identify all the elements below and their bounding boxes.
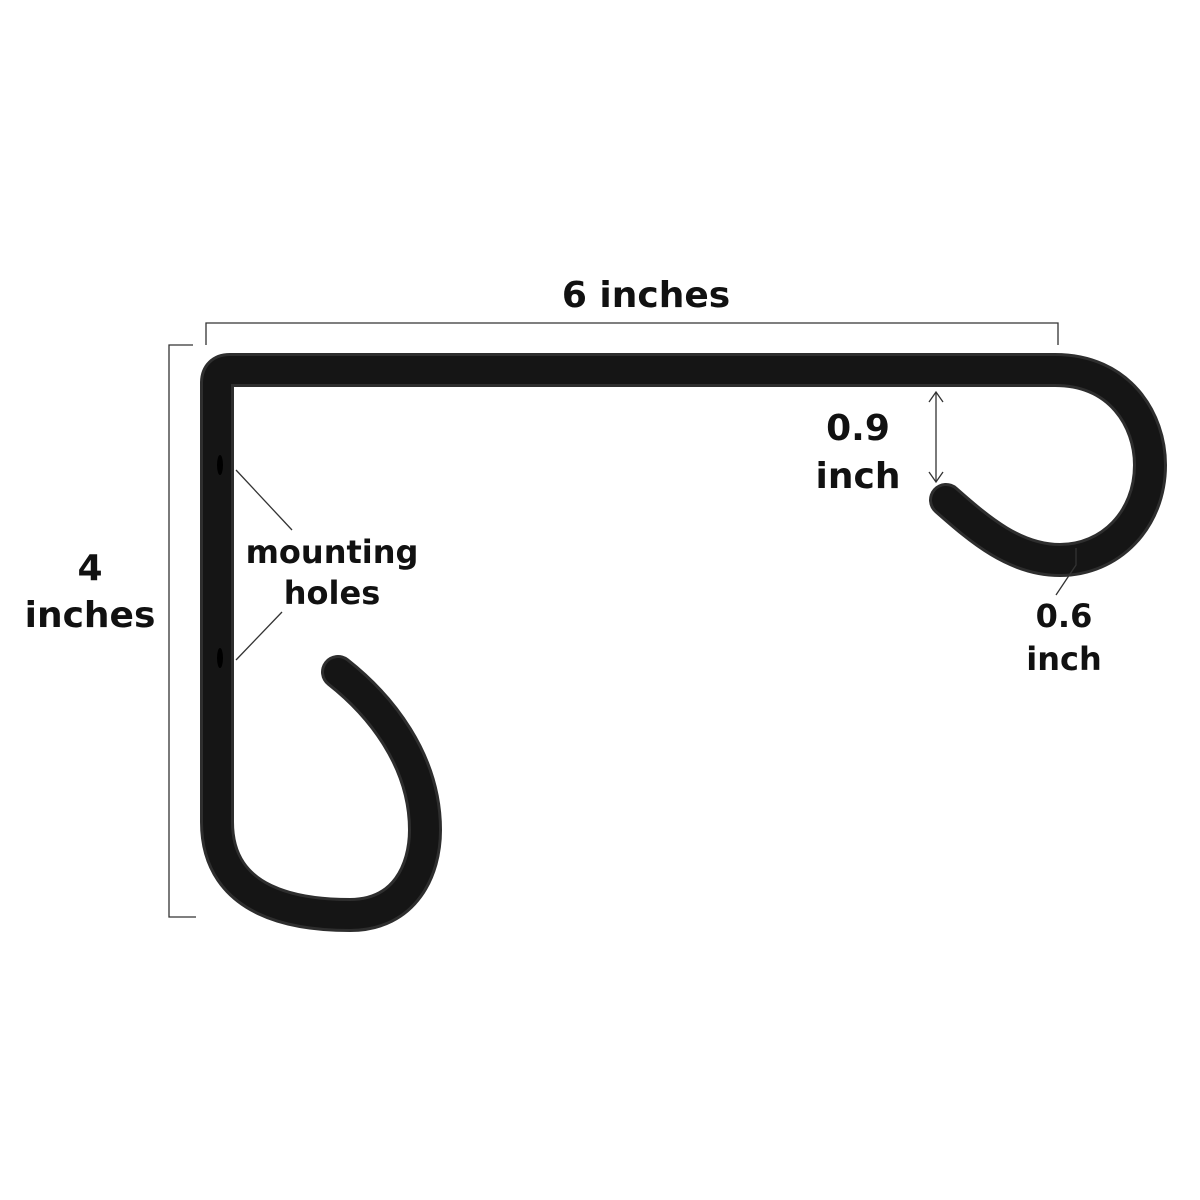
mounting-label-line1: mounting — [246, 533, 419, 571]
dimension-lines — [168, 322, 1077, 918]
gap-unit-label: inch — [816, 456, 901, 497]
height-dimension-line — [168, 344, 196, 918]
bracket-body — [203, 356, 1164, 929]
width-label: 6 inches — [562, 275, 730, 316]
hanging-bracket — [200, 353, 1167, 932]
height-value-label: 4 — [77, 548, 102, 589]
mounting-leader-lower — [235, 611, 283, 661]
gap-arrow-bottom — [928, 471, 944, 484]
gap-arrow-top — [928, 390, 944, 403]
mounting-label-line2: holes — [284, 574, 380, 612]
mounting-hole-upper — [217, 455, 223, 475]
bracket-outline — [200, 353, 1167, 932]
mounting-leader-upper — [235, 469, 293, 531]
thickness-unit-label: inch — [1026, 640, 1102, 678]
height-unit-label: inches — [25, 595, 156, 636]
thickness-value-label: 0.6 — [1036, 597, 1093, 635]
thickness-leader-line — [1055, 548, 1077, 596]
gap-value-label: 0.9 — [826, 408, 890, 449]
width-dimension-line — [205, 322, 1059, 345]
mounting-hole-lower — [217, 648, 223, 668]
dimension-labels: 6 inches 4 inches mounting holes 0.9 inc… — [25, 275, 1102, 678]
